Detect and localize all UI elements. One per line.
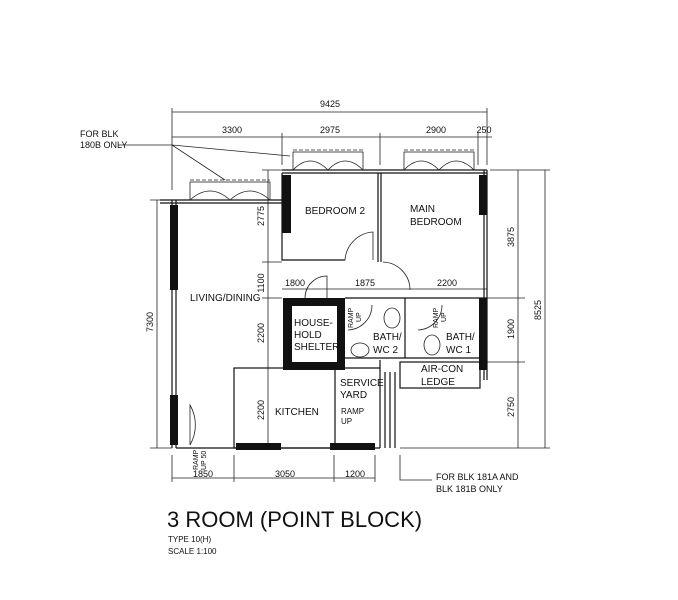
label: 2775 — [256, 206, 266, 226]
label: UP — [441, 312, 448, 322]
note-180b-line2: 180B ONLY — [80, 140, 127, 150]
label: RAMP — [341, 407, 364, 416]
label: YARD — [340, 390, 367, 401]
label: SERVICE — [340, 378, 384, 389]
label: 1875 — [355, 278, 375, 288]
label: RAMP — [193, 449, 200, 470]
label: 1900 — [506, 319, 516, 339]
label: WC 2 — [373, 345, 398, 356]
label: 9425 — [320, 99, 340, 109]
label: RAMP — [433, 307, 440, 328]
label: 3050 — [275, 469, 295, 479]
label: 250 — [476, 125, 491, 135]
label: BATH/ — [373, 332, 402, 343]
label: 1100 — [256, 273, 266, 292]
note-181-line2: BLK 181B ONLY — [436, 484, 503, 494]
walls — [160, 169, 488, 449]
label: SHELTER — [294, 342, 339, 353]
label: RAMP — [348, 307, 355, 328]
note-180b-line1: FOR BLK — [80, 129, 119, 139]
label: UP — [356, 312, 363, 322]
label: 2200 — [256, 323, 266, 343]
fixtures — [350, 307, 441, 358]
windows — [189, 149, 475, 201]
label: 1850 — [193, 469, 213, 479]
label: 2975 — [320, 125, 340, 135]
note-181-line1: FOR BLK 181A AND — [436, 472, 519, 482]
room-labels: BEDROOM 2 MAIN BEDROOM LIVING/DINING HOU… — [190, 204, 475, 470]
plan-type: TYPE 10(H) — [168, 535, 211, 544]
label: 7300 — [145, 312, 155, 332]
label: 2900 — [426, 125, 446, 135]
room-kitchen: KITCHEN — [275, 407, 319, 418]
structural-walls — [170, 175, 487, 450]
label: UP 50 — [201, 451, 208, 470]
dimension-labels: 9425 3300 2975 2900 250 1800 1875 2200 1… — [145, 99, 543, 479]
label: AIR-CON — [421, 364, 463, 375]
room-living-dining: LIVING/DINING — [190, 293, 261, 304]
label: 2200 — [256, 400, 266, 420]
dimension-lines — [118, 108, 550, 482]
plan-title: 3 ROOM (POINT BLOCK) — [167, 507, 422, 532]
label: HOLD — [294, 330, 322, 341]
label: 1200 — [345, 469, 365, 479]
doors — [189, 231, 443, 446]
label: 3300 — [222, 125, 242, 135]
label: BATH/ — [446, 332, 475, 343]
room-bedroom-2: BEDROOM 2 — [305, 206, 365, 217]
room-main-bedroom-2: BEDROOM — [410, 217, 462, 228]
label: 8525 — [533, 300, 543, 320]
room-main-bedroom-1: MAIN — [410, 204, 435, 215]
label: LEDGE — [421, 377, 455, 388]
label: 2200 — [437, 278, 457, 288]
label: 3875 — [506, 227, 516, 247]
label: HOUSE- — [294, 318, 333, 329]
label: WC 1 — [446, 345, 471, 356]
plan-scale: SCALE 1:100 — [168, 547, 217, 556]
label: 2750 — [506, 397, 516, 417]
label: UP — [341, 417, 352, 426]
label: 1800 — [285, 278, 305, 288]
